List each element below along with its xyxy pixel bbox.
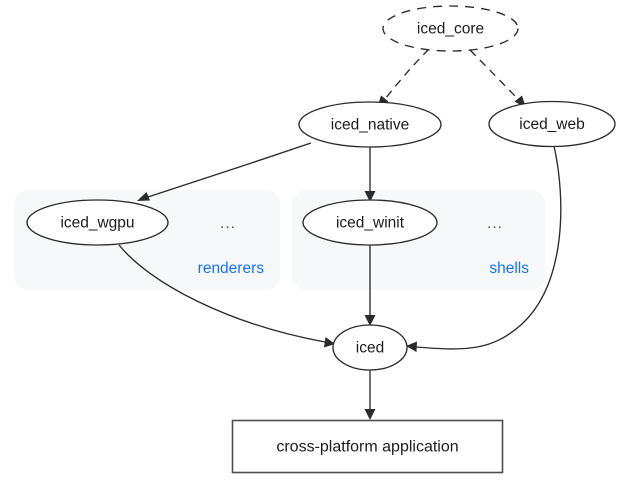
edge-iced-core-to-iced-web — [469, 49, 526, 108]
node-iced-winit[interactable]: iced_winit — [302, 199, 438, 246]
node-iced-web[interactable]: iced_web — [488, 100, 616, 148]
node-iced-wgpu-label: iced_wgpu — [60, 215, 134, 232]
node-iced-wgpu-shape[interactable] — [26, 199, 169, 246]
node-iced-shape[interactable] — [332, 324, 408, 371]
node-iced-native[interactable]: iced_native — [298, 101, 442, 148]
node-iced-winit-label: iced_winit — [336, 215, 405, 232]
node-iced[interactable]: iced — [332, 324, 408, 371]
edge-iced-native-to-iced-wgpu — [137, 142, 312, 201]
node-iced-web-shape[interactable] — [488, 100, 616, 148]
edge-iced-winit-to-iced — [364, 245, 376, 326]
node-application-label: cross-platform application — [276, 439, 458, 456]
cluster-shells-more-indicator: ... — [487, 215, 503, 232]
node-application[interactable]: cross-platform application — [231, 419, 504, 474]
node-iced-core-shape[interactable] — [382, 5, 519, 52]
node-iced-native-label: iced_native — [331, 117, 409, 134]
node-iced-label: iced — [356, 340, 384, 357]
node-iced-web-label: iced_web — [519, 116, 585, 133]
node-iced-core[interactable]: iced_core — [382, 5, 519, 52]
edge-iced-web-to-iced — [406, 145, 562, 352]
edge-iced-core-to-iced-native — [377, 48, 430, 108]
edge-iced-to-application — [364, 370, 376, 420]
node-application-shape[interactable] — [231, 419, 504, 474]
node-iced-winit-shape[interactable] — [302, 199, 438, 246]
node-iced-wgpu[interactable]: iced_wgpu — [26, 199, 169, 246]
edge-iced-wgpu-to-iced — [118, 244, 335, 348]
edge-iced-native-to-iced-winit — [364, 145, 376, 202]
cluster-renderers-more-indicator: ... — [220, 215, 236, 232]
cluster-renderers-label: renderers — [198, 260, 265, 277]
node-iced-core-label: iced_core — [417, 21, 484, 38]
node-iced-native-shape[interactable] — [298, 101, 442, 148]
cluster-shells-label: shells — [489, 260, 529, 277]
